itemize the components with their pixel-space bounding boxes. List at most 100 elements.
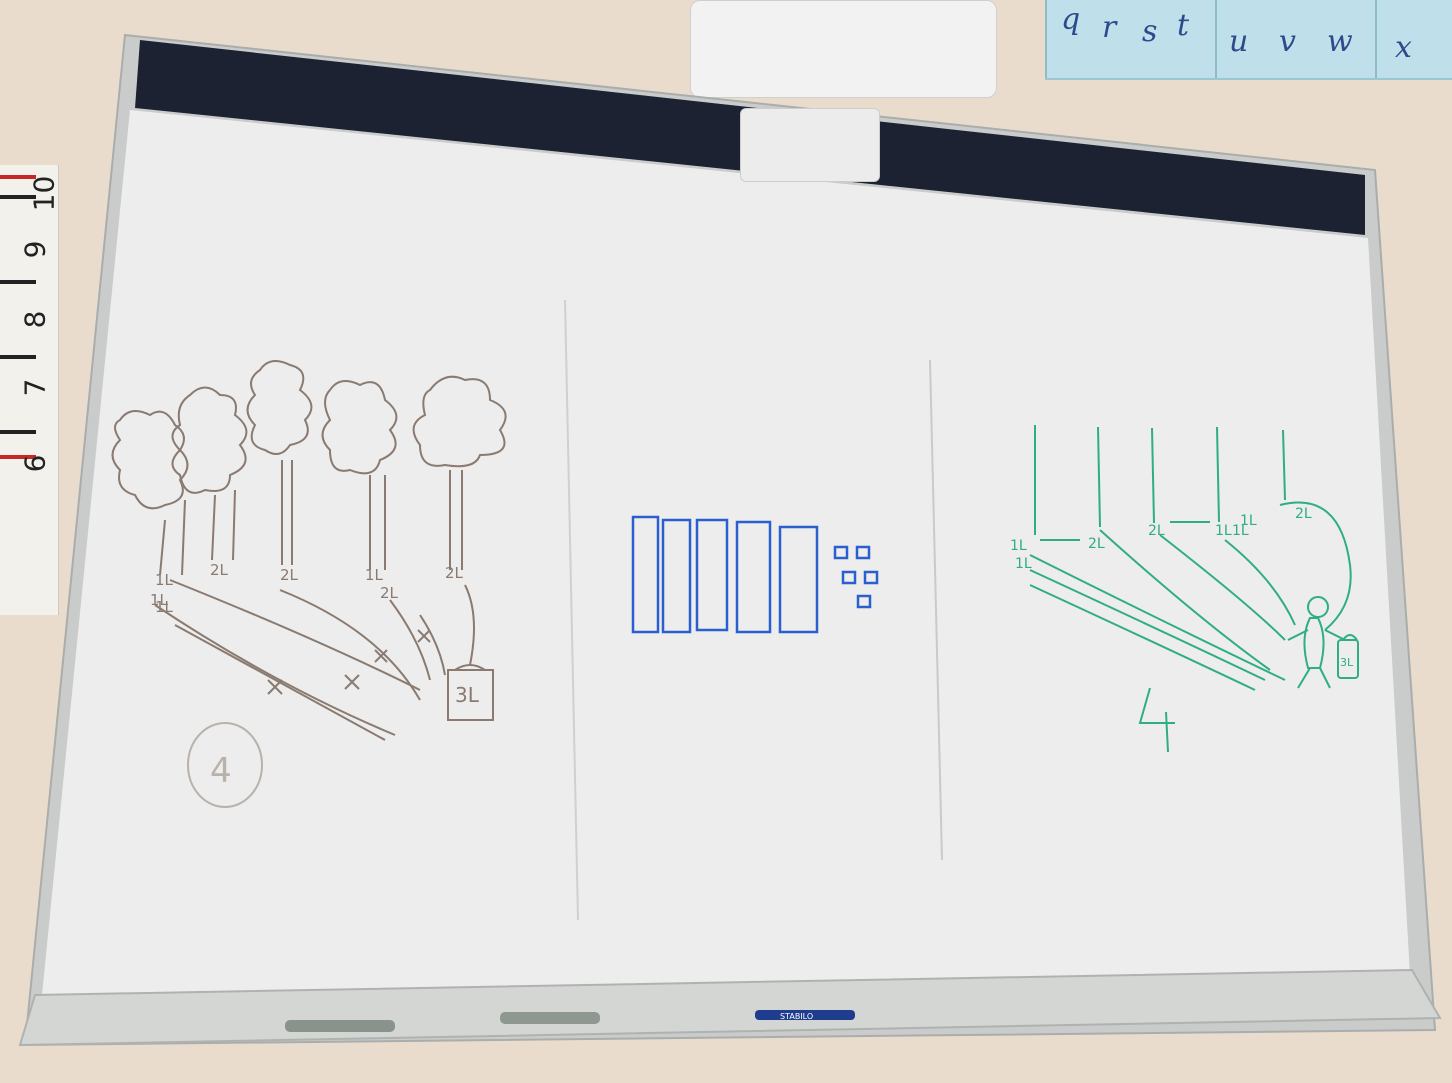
label-1L: 1L bbox=[1240, 513, 1257, 529]
small-square bbox=[833, 545, 849, 560]
vertical-line bbox=[1097, 426, 1101, 528]
cross-mark bbox=[267, 679, 283, 695]
label-2L: 2L bbox=[1148, 523, 1165, 539]
jerrycan-handle bbox=[1342, 634, 1358, 641]
tall-bar bbox=[631, 515, 660, 634]
right-green-drawing bbox=[1029, 425, 1359, 753]
arrow bbox=[1279, 501, 1352, 631]
tall-bar bbox=[778, 525, 819, 634]
arrow bbox=[1029, 584, 1256, 691]
ruler-red-mark bbox=[0, 175, 36, 179]
tree-trunk bbox=[211, 489, 236, 561]
left-labels: 1L 2L 2L 1L 2L 1L 2L 1L 3L 4 bbox=[150, 561, 480, 791]
tree-trunk bbox=[159, 499, 186, 576]
projector-unit bbox=[690, 0, 997, 98]
arrow bbox=[389, 599, 431, 681]
arrow bbox=[464, 584, 475, 666]
box-label-3L: 3L bbox=[455, 683, 480, 707]
letter-x: x bbox=[1395, 30, 1412, 65]
arrow bbox=[1029, 569, 1266, 681]
ruler-black-mark bbox=[0, 355, 36, 359]
tall-bar bbox=[695, 518, 729, 632]
label-2L: 2L bbox=[380, 584, 399, 602]
tall-bar bbox=[735, 520, 772, 634]
alphabet-cell-qrst: q r s t bbox=[1045, 0, 1217, 78]
divider-line-left bbox=[564, 299, 579, 921]
label-1L: 1L bbox=[1015, 556, 1032, 572]
label-1L: 1L bbox=[1010, 538, 1027, 554]
arrow bbox=[1159, 534, 1286, 641]
arrow bbox=[1224, 539, 1296, 626]
label-2L: 2L bbox=[280, 566, 299, 584]
jerrycan bbox=[1337, 639, 1359, 679]
container-box bbox=[447, 669, 494, 721]
arrow bbox=[419, 614, 446, 676]
arrow bbox=[279, 589, 421, 701]
circle-around-number bbox=[187, 722, 263, 808]
wall-ruler: 10 9 8 7 6 bbox=[0, 165, 60, 615]
tree-trunk bbox=[449, 470, 463, 570]
ruler-black-mark bbox=[0, 195, 36, 199]
markers bbox=[285, 1010, 855, 1032]
stick-figure-legs bbox=[1297, 667, 1331, 689]
middle-blue-drawing bbox=[631, 515, 879, 634]
tree-crown bbox=[246, 360, 313, 455]
tree-crown bbox=[321, 380, 398, 475]
vertical-line bbox=[1151, 427, 1155, 524]
label-1L: 1L bbox=[155, 598, 174, 616]
arrow bbox=[1099, 529, 1271, 671]
small-square bbox=[856, 594, 872, 609]
label-2L: 2L bbox=[1088, 536, 1105, 552]
label-1L: 1L bbox=[150, 591, 169, 609]
jerrycan-label-3L: 3L bbox=[1340, 656, 1354, 669]
ruler-black-mark bbox=[0, 280, 36, 284]
interactive-board-sensor bbox=[740, 108, 880, 182]
label-2L: 2L bbox=[210, 561, 229, 579]
handle bbox=[454, 664, 486, 671]
grey-marker bbox=[285, 1020, 395, 1032]
label-1L: 1L bbox=[365, 566, 384, 584]
tree-crown bbox=[412, 375, 507, 468]
vertical-line bbox=[1282, 429, 1286, 501]
tree-crown bbox=[171, 386, 248, 494]
arrow bbox=[169, 579, 421, 691]
letter-w: w bbox=[1327, 24, 1353, 59]
ruler-red-mark bbox=[0, 455, 36, 459]
circled-number: 4 bbox=[210, 751, 232, 791]
cross-mark bbox=[344, 674, 360, 690]
stick-figure-arms bbox=[1287, 629, 1346, 641]
small-square bbox=[841, 570, 857, 585]
big-number bbox=[1138, 687, 1175, 753]
blue-marker bbox=[755, 1010, 855, 1020]
grey-marker bbox=[500, 1012, 600, 1024]
arrow bbox=[154, 604, 396, 736]
letter-u: u bbox=[1229, 24, 1249, 59]
divider-line-right bbox=[929, 359, 943, 861]
vertical-line bbox=[1216, 426, 1220, 523]
ruler-black-mark bbox=[0, 430, 36, 434]
cross-mark bbox=[374, 649, 388, 663]
letter-s: s bbox=[1142, 14, 1158, 49]
right-labels: 2L 1L 2L 2L 1L 1L 1L 1L 3L bbox=[1010, 506, 1354, 669]
arrow bbox=[174, 624, 386, 741]
label-1L: 1L bbox=[1232, 523, 1249, 539]
cross-mark bbox=[417, 629, 431, 643]
small-square bbox=[863, 570, 879, 585]
alphabet-strip: q r s t u v w x bbox=[1045, 0, 1452, 80]
small-square bbox=[855, 545, 871, 560]
label-1L: 1L bbox=[155, 571, 174, 589]
letter-t: t bbox=[1177, 8, 1190, 43]
tree-crown bbox=[111, 410, 189, 510]
alphabet-cell-uvw: u v w bbox=[1215, 0, 1377, 78]
marker-brand-label: STABILO bbox=[780, 1012, 813, 1021]
letter-r: r bbox=[1102, 10, 1117, 45]
label-2L: 2L bbox=[1295, 506, 1312, 522]
label-1L: 1L bbox=[1215, 523, 1232, 539]
label-2L: 2L bbox=[445, 564, 464, 582]
tree-trunk bbox=[369, 475, 386, 570]
arrow bbox=[1029, 554, 1286, 681]
left-tree-drawing bbox=[111, 360, 507, 808]
letter-q: q bbox=[1061, 2, 1081, 37]
